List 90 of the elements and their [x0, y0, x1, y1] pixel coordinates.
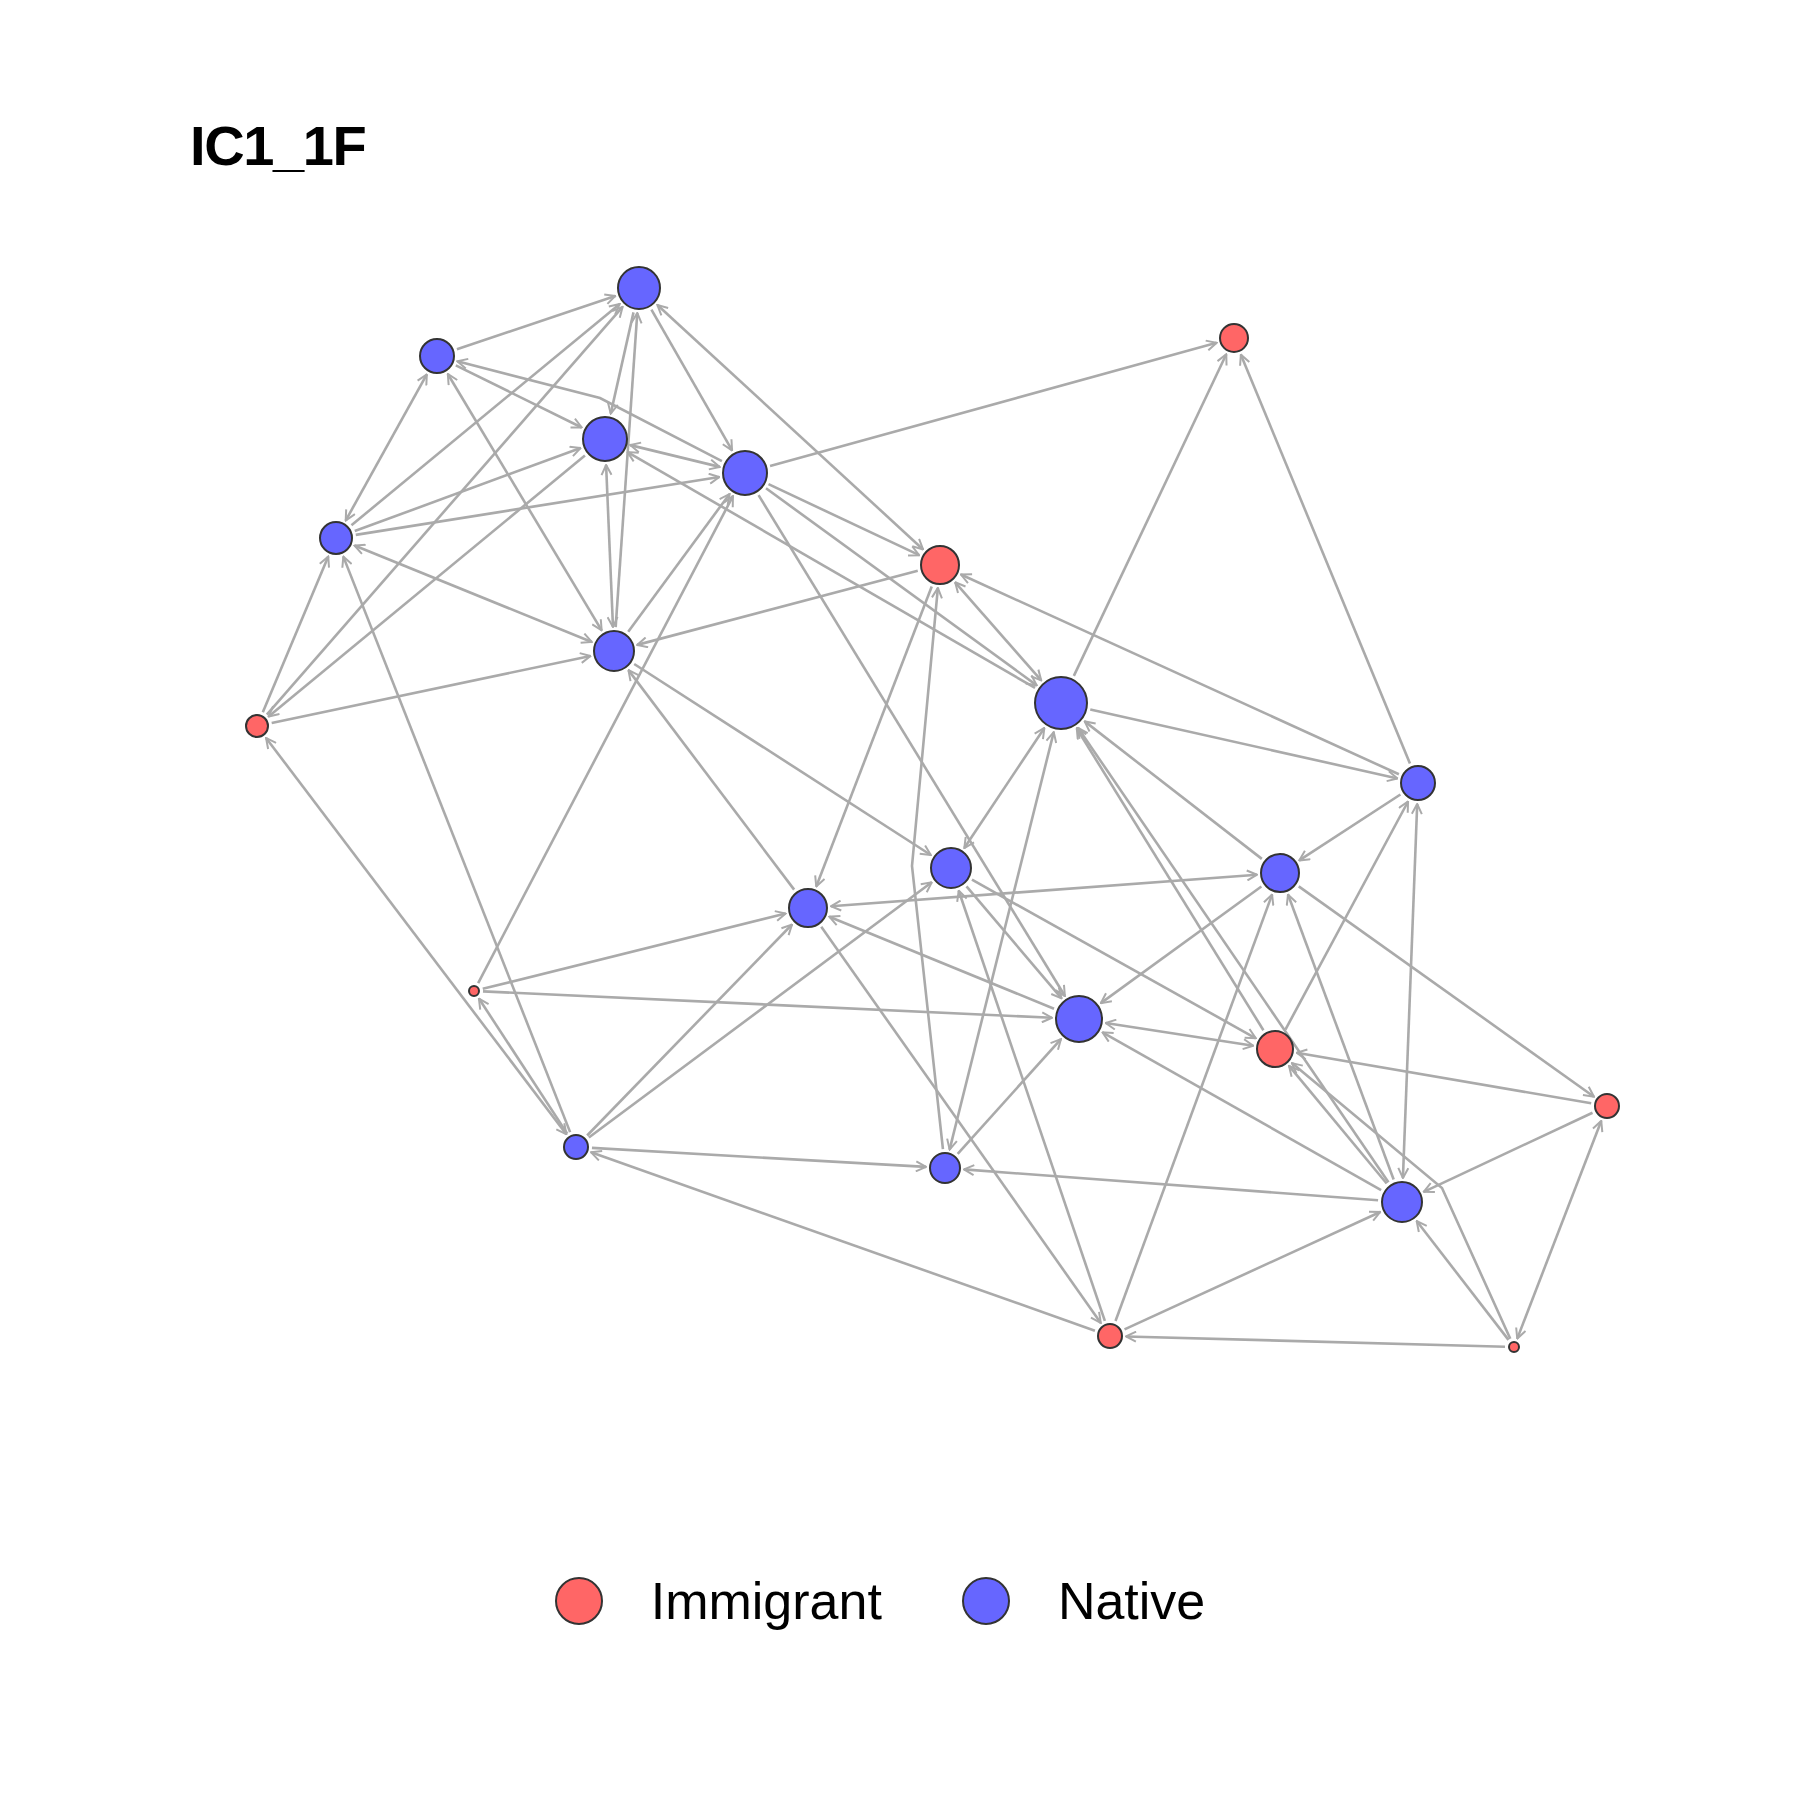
arrow [354, 445, 582, 533]
arrow [954, 581, 1043, 682]
arrow [956, 1038, 1062, 1155]
arrow [1104, 1018, 1255, 1051]
chart-title: IC1_1F [190, 118, 366, 174]
arrow [828, 914, 1055, 1010]
arrow [1076, 726, 1390, 1183]
arrow [482, 910, 787, 991]
arrow [355, 472, 721, 537]
network-node [920, 545, 960, 585]
arrow [267, 454, 586, 718]
network-node [788, 888, 828, 928]
arrow [477, 997, 569, 1135]
arrow [344, 373, 428, 522]
legend-label: Native [1057, 1571, 1206, 1632]
arrow [650, 309, 734, 452]
network-node [1594, 1093, 1620, 1119]
arrow [757, 494, 1066, 997]
network-node [1097, 1323, 1123, 1349]
arrow [656, 303, 925, 551]
arrow [959, 573, 1400, 776]
arrow [353, 543, 593, 644]
arrow [455, 364, 583, 429]
arrow [614, 311, 643, 628]
arrow [588, 881, 933, 1139]
network-node [1381, 1181, 1423, 1223]
arrow [829, 869, 1259, 912]
arrow [1125, 1330, 1506, 1349]
arrow [1290, 1062, 1512, 1340]
arrow [482, 990, 1054, 1024]
arrow [590, 1149, 1096, 1332]
legend-label: Immigrant [650, 1571, 882, 1632]
arrow [962, 1164, 1379, 1202]
arrow [767, 482, 921, 557]
arrow [971, 878, 1257, 1040]
arrow [265, 736, 568, 1136]
network-node [1260, 853, 1300, 893]
network-node [1508, 1341, 1520, 1353]
network-node [929, 1152, 961, 1184]
network-node [722, 450, 768, 496]
arrow [1397, 803, 1423, 1179]
network-node [245, 714, 269, 738]
arrow [350, 302, 621, 527]
arrow [477, 495, 735, 984]
network-node [1055, 995, 1103, 1043]
arrow [341, 555, 572, 1133]
arrow [1422, 1111, 1594, 1194]
arrow [765, 487, 1038, 687]
arrow [1124, 1210, 1382, 1331]
arrow [769, 339, 1218, 468]
network-node [563, 1134, 589, 1160]
arrow [1415, 1220, 1510, 1341]
arrow [1295, 1048, 1592, 1105]
arrow [1072, 353, 1228, 677]
arrow [946, 731, 1058, 1151]
network-node [1400, 765, 1436, 801]
arrow [586, 923, 793, 1137]
arrow [814, 586, 933, 888]
arrow [910, 586, 945, 1150]
arrow [1284, 800, 1410, 1031]
arrow [629, 441, 721, 471]
arrow [265, 305, 624, 716]
network-node [617, 266, 661, 310]
arrow [456, 293, 617, 351]
arrow [1515, 1119, 1604, 1340]
arrow [956, 889, 1107, 1322]
network-node [1256, 1030, 1294, 1068]
network-node [930, 847, 972, 889]
arrow [1239, 353, 1412, 765]
arrow [1114, 893, 1275, 1322]
arrow [456, 357, 723, 463]
network-node [1034, 676, 1088, 730]
arrow [1090, 708, 1399, 783]
arrow [607, 312, 635, 415]
arrow [261, 555, 330, 713]
network-node [582, 416, 628, 462]
network-node [419, 338, 455, 374]
arrow [820, 926, 1102, 1324]
network-node [319, 521, 353, 555]
arrow [446, 373, 603, 632]
arrow [1285, 893, 1395, 1180]
arrow [271, 652, 592, 725]
arrow [965, 885, 1063, 1000]
arrow [600, 464, 619, 628]
network-node [1219, 323, 1249, 353]
arrow [636, 569, 919, 649]
arrow [627, 669, 796, 891]
network-node [593, 630, 635, 672]
network-node [468, 985, 480, 997]
arrow [591, 1146, 928, 1173]
